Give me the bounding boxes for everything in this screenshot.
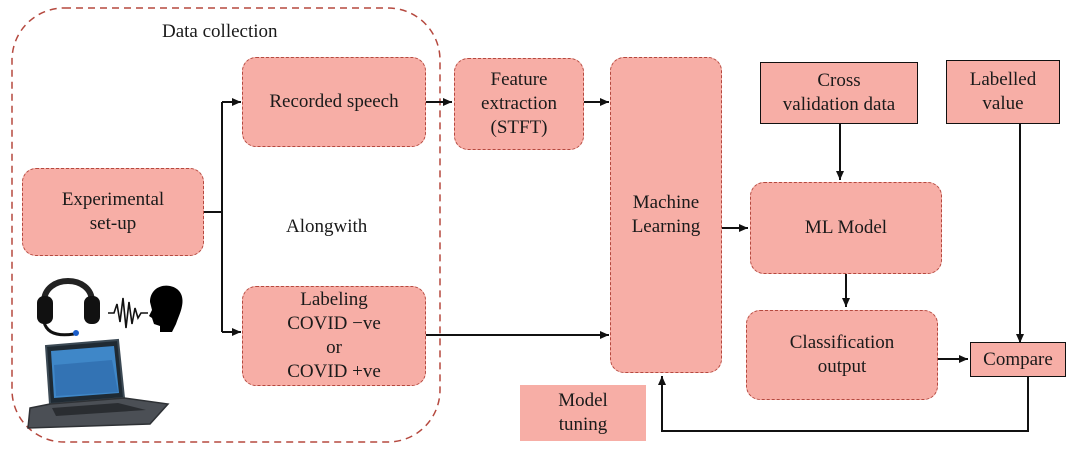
sound-wave-icon <box>108 297 148 329</box>
cross-validation-label: Cross validation data <box>782 70 896 115</box>
machine-learning-label: Machine Learning <box>631 192 701 237</box>
alongwith-label: Alongwith <box>286 216 368 237</box>
compare-node: Compare <box>970 342 1066 377</box>
feature-extraction-label: Feature extraction (STFT) <box>481 69 557 138</box>
labelled-value-node: Labelled value <box>946 60 1060 124</box>
ml-model-label: ML Model <box>804 217 888 238</box>
speaking-head-icon <box>149 285 183 332</box>
headset-icon <box>37 278 100 337</box>
classification-output-node: Classification output <box>746 310 938 400</box>
cross-validation-node: Cross validation data <box>760 62 918 124</box>
labeling-node: Labeling COVID −ve or COVID +ve <box>242 286 426 386</box>
feature-extraction-node: Feature extraction (STFT) <box>454 58 584 150</box>
data-collection-group <box>11 7 441 443</box>
ml-model-node: ML Model <box>750 182 942 274</box>
model-tuning-node: Model tuning <box>520 385 646 441</box>
labelled-value-label: Labelled value <box>969 69 1037 114</box>
experimental-setup-label: Experimental set-up <box>61 189 165 234</box>
compare-label: Compare <box>983 348 1053 370</box>
recorded-speech-node: Recorded speech <box>242 57 426 147</box>
labeling-label: Labeling COVID −ve or COVID +ve <box>287 289 381 382</box>
feedback-loop <box>658 376 1029 432</box>
machine-learning-node: Machine Learning <box>610 57 722 373</box>
recorded-speech-label: Recorded speech <box>269 91 399 112</box>
model-tuning-label: Model tuning <box>558 390 608 435</box>
classification-output-label: Classification output <box>789 332 895 377</box>
laptop-icon <box>27 338 170 429</box>
data-collection-label: Data collection <box>162 21 278 42</box>
experimental-setup-node: Experimental set-up <box>22 168 204 256</box>
